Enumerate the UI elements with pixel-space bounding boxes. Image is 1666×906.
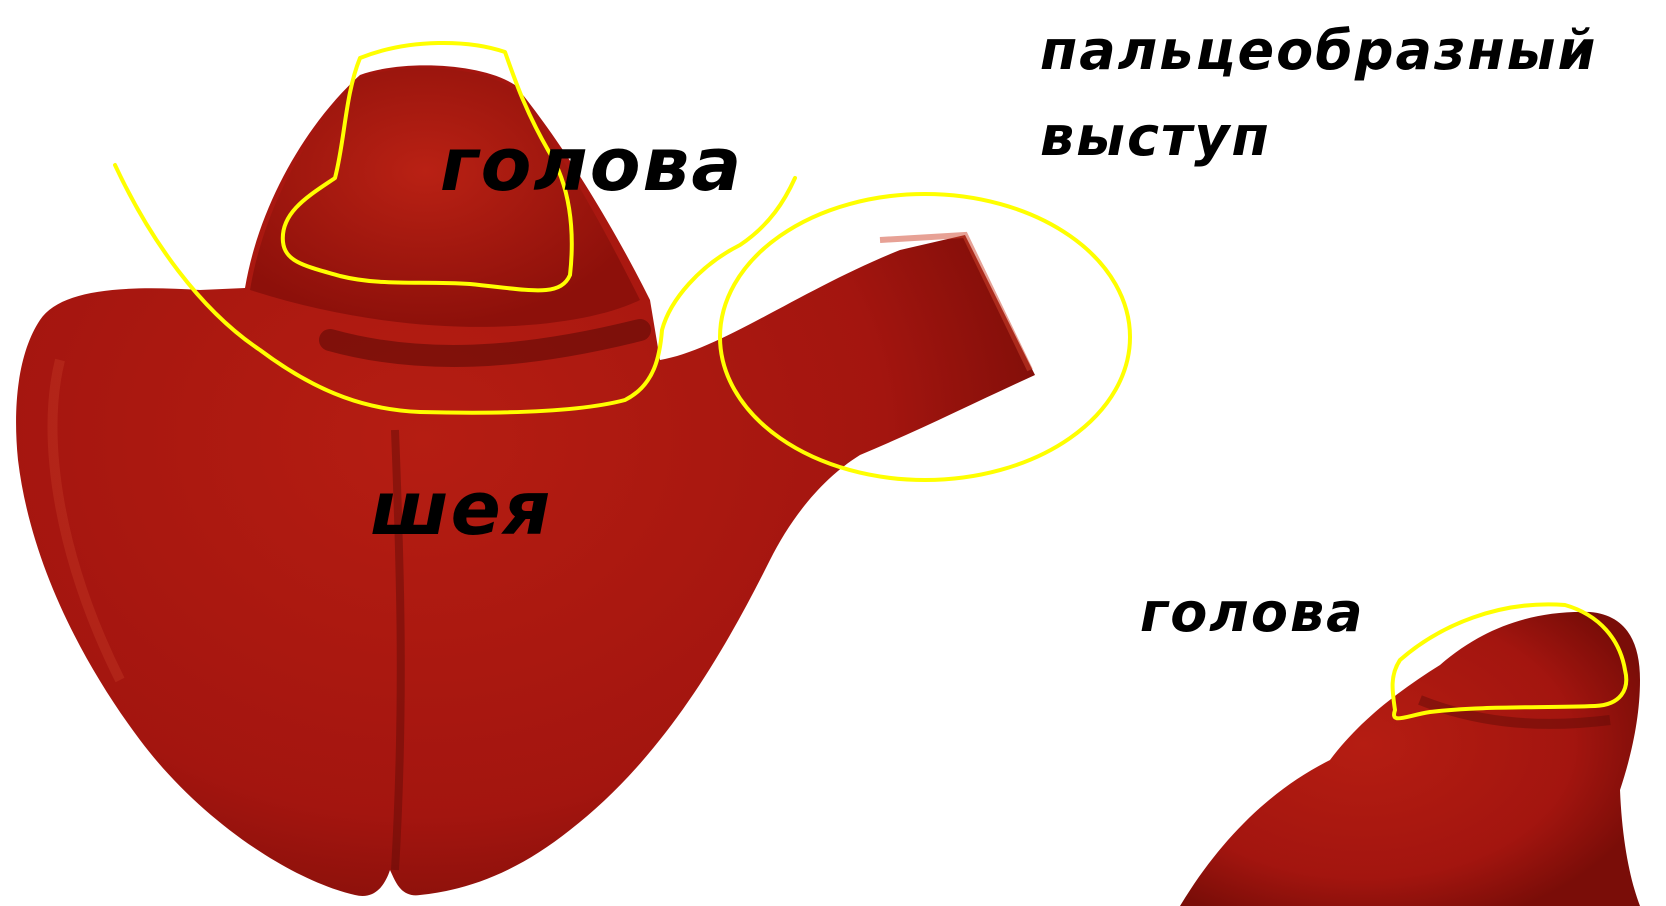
label-neck: шея: [370, 472, 552, 546]
label-head-main: голова: [440, 128, 743, 202]
label-head-small: голова: [1140, 586, 1365, 640]
label-finger-process-line1: пальцеобразный: [1040, 24, 1597, 78]
label-finger-process-line2: выступ: [1040, 110, 1271, 164]
specimen-small-body: [1180, 612, 1640, 906]
